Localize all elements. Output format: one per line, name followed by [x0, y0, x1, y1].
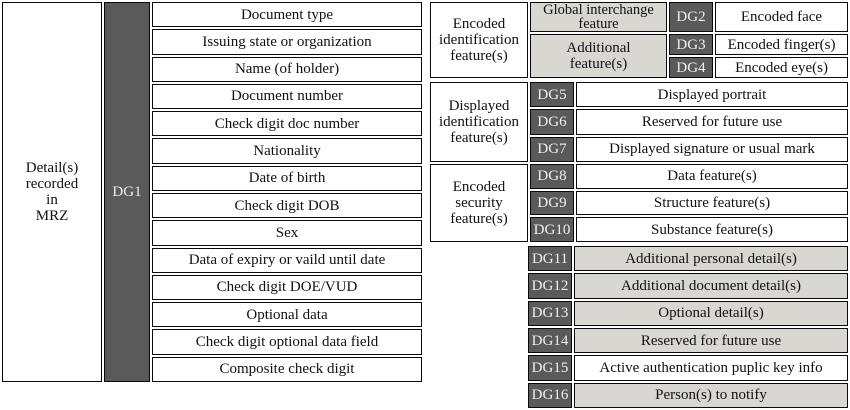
mrz-row-document-type: Document type	[152, 2, 422, 28]
dg3-badge: DG3	[669, 34, 713, 56]
encoded-security-label: Encoded security feature(s)	[430, 164, 528, 242]
dg8-badge: DG8	[530, 164, 574, 189]
encoded-security-section: Encoded security feature(s) DG8 Data fea…	[430, 164, 848, 242]
dg13-badge: DG13	[528, 300, 572, 326]
mrz-row-date-of-birth: Date of birth	[152, 165, 422, 191]
additional-feature-cell: Additional feature(s)	[530, 34, 667, 78]
mrz-row-check-digit-dob: Check digit DOB	[152, 193, 422, 219]
dg11-badge: DG11	[528, 246, 572, 272]
dg4-badge: DG4	[669, 57, 713, 78]
dg10-description: Substance feature(s)	[576, 217, 848, 242]
dg6-badge: DG6	[530, 109, 574, 135]
dg11-description: Additional personal detail(s)	[574, 246, 848, 272]
dg14-badge: DG14	[528, 328, 572, 354]
mrz-row-name: Name (of holder)	[152, 56, 422, 82]
displayed-identification-label: Displayed identification feature(s)	[430, 82, 528, 162]
mrz-row-optional-data: Optional data	[152, 302, 422, 328]
dg16-badge: DG16	[528, 382, 572, 408]
dg1-badge: DG1	[104, 2, 150, 382]
dg3-description: Encoded finger(s)	[715, 34, 848, 56]
dg12-badge: DG12	[528, 273, 572, 299]
mrz-row-document-number: Document number	[152, 83, 422, 110]
dg15-description: Active authentication puplic key info	[574, 355, 848, 381]
dg2-badge: DG2	[669, 2, 713, 33]
mrz-row-date-of-expiry: Data of expiry or vaild until date	[152, 247, 422, 273]
mrz-row-issuing-state: Issuing state or organization	[152, 29, 422, 55]
dg5-description: Displayed portrait	[576, 82, 848, 108]
dg9-description: Structure feature(s)	[576, 190, 848, 216]
dg5-badge: DG5	[530, 82, 574, 108]
dg12-description: Additional document detail(s)	[574, 273, 848, 299]
mrz-row-nationality: Nationality	[152, 138, 422, 164]
displayed-identification-section: Displayed identification feature(s) DG5 …	[430, 82, 848, 162]
dg16-description: Person(s) to notify	[574, 382, 848, 408]
mrz-row-check-digit-doc-number: Check digit doc number	[152, 111, 422, 137]
global-interchange-feature-cell: Global interchange feature	[530, 2, 667, 33]
mrz-label-cell: Detail(s) recorded in MRZ	[2, 2, 102, 382]
dg13-description: Optional detail(s)	[574, 300, 848, 326]
dg7-badge: DG7	[530, 136, 574, 162]
dg15-badge: DG15	[528, 355, 572, 381]
mrz-row-check-digit-optional: Check digit optional data field	[152, 329, 422, 355]
dg6-description: Reserved for future use	[576, 109, 848, 135]
mrz-row-check-digit-doe: Check digit DOE/VUD	[152, 274, 422, 301]
mrz-dg1-table: Detail(s) recorded in MRZ DG1 Document t…	[2, 2, 422, 382]
additional-data-groups-section: DG11 Additional personal detail(s) DG12 …	[528, 246, 848, 408]
dg9-badge: DG9	[530, 190, 574, 216]
dg8-description: Data feature(s)	[576, 164, 848, 189]
dg14-description: Reserved for future use	[574, 328, 848, 354]
mrz-row-composite-check-digit: Composite check digit	[152, 356, 422, 382]
encoded-identification-label: Encoded identification feature(s)	[430, 2, 528, 78]
dg10-badge: DG10	[530, 217, 574, 242]
dg4-description: Encoded eye(s)	[715, 57, 848, 78]
encoded-identification-section: Encoded identification feature(s) Global…	[430, 2, 848, 78]
mrz-row-sex: Sex	[152, 220, 422, 246]
dg7-description: Displayed signature or usual mark	[576, 136, 848, 162]
dg2-description: Encoded face	[715, 2, 848, 33]
